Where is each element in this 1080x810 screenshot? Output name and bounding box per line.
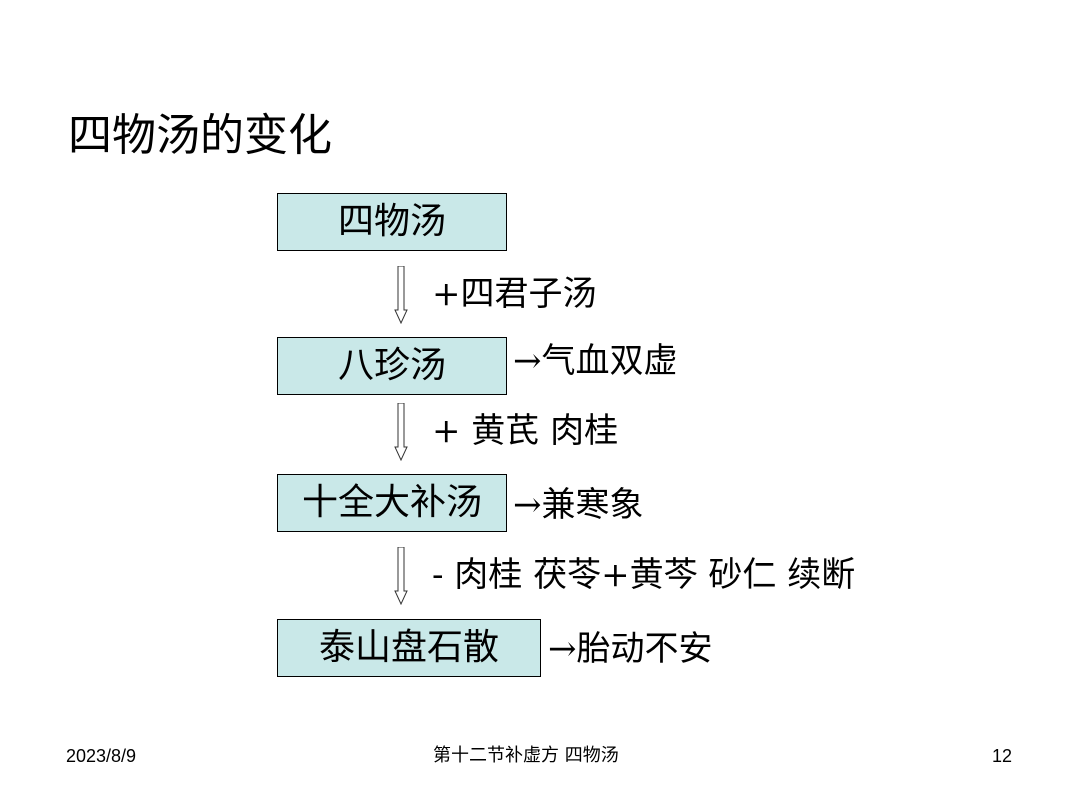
step-label-3: - 肉桂 茯苓+黄芩 砂仁 续断 (432, 555, 856, 595)
down-arrow-2 (394, 403, 408, 461)
effect-label-2: →兼寒象 (513, 485, 644, 525)
node-box-1: 四物汤 (277, 193, 507, 251)
down-arrow-3 (394, 547, 408, 605)
footer-date: 2023/8/9 (66, 746, 137, 766)
footer-page-number: 12 (992, 746, 1013, 766)
slide-title: 四物汤的变化 (68, 110, 332, 161)
step-label-2: + 黄芪 肉桂 (432, 411, 619, 451)
footer-title: 第十二节补虚方 四物汤 (433, 745, 619, 766)
down-arrow-1 (394, 266, 408, 324)
node-box-3: 十全大补汤 (277, 474, 507, 532)
node-box-4: 泰山盘石散 (277, 619, 541, 677)
step-label-1: +四君子汤 (432, 274, 597, 314)
effect-label-3: →胎动不安 (548, 629, 713, 669)
node-box-2: 八珍汤 (277, 337, 507, 395)
effect-label-1: →气血双虚 (513, 341, 678, 381)
